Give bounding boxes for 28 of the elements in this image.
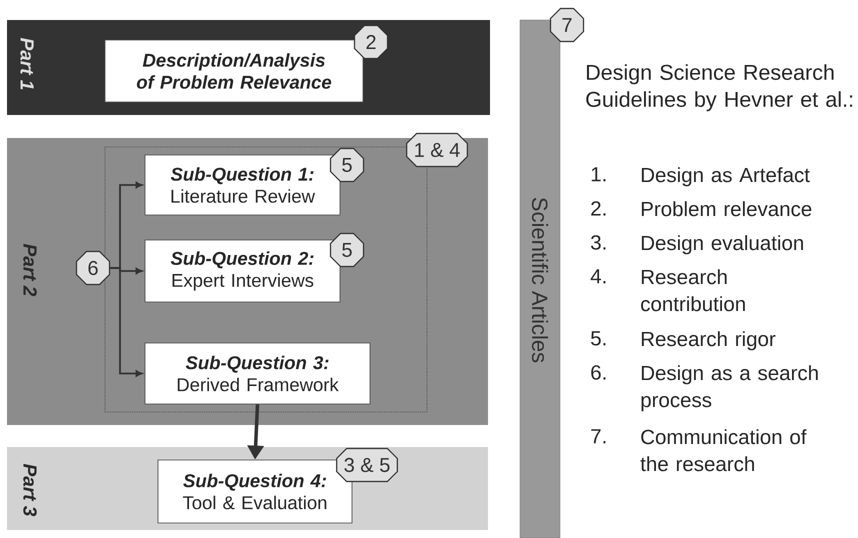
list-item: Problem relevance <box>642 201 812 216</box>
vertical-bar: Scientific Articles <box>520 20 560 538</box>
process-box: Description/Analysis of Problem Relevance <box>104 40 364 102</box>
list-number: 7. <box>591 429 606 444</box>
process-box: Sub-Question 2: Expert Interviews <box>144 240 340 302</box>
list-number: 6. <box>591 365 606 380</box>
number-badge: 6 <box>76 250 110 286</box>
number-badge: 7 <box>550 8 584 42</box>
list-number: 3. <box>591 235 606 250</box>
list-number: 1. <box>592 167 606 182</box>
list-item: Research contribution <box>641 269 745 312</box>
number-badge: 1 & 4 <box>406 132 468 168</box>
process-box: Sub-Question 1: Literature Review <box>144 154 340 216</box>
list-item: Design as a search process <box>642 365 818 412</box>
list-number: 4. <box>590 269 606 284</box>
list-item: Communication of the research <box>640 429 807 472</box>
arrow <box>110 267 142 377</box>
number-badge: 5 <box>330 232 364 268</box>
number-badge: 5 <box>330 148 364 182</box>
heading-text: Design Science Research Guidelines by Hevner et al.: <box>586 64 852 112</box>
list-number: 2. <box>591 201 606 216</box>
list-item: Research rigor <box>642 331 776 350</box>
number-badge: 3 & 5 <box>336 448 398 482</box>
list-item: Design evaluation <box>642 235 803 254</box>
number-badge: 2 <box>354 24 388 60</box>
list-item: Design as Artefact <box>642 167 810 186</box>
list-number: 5. <box>591 331 606 346</box>
process-box: Sub-Question 3: Derived Framework <box>144 342 370 404</box>
